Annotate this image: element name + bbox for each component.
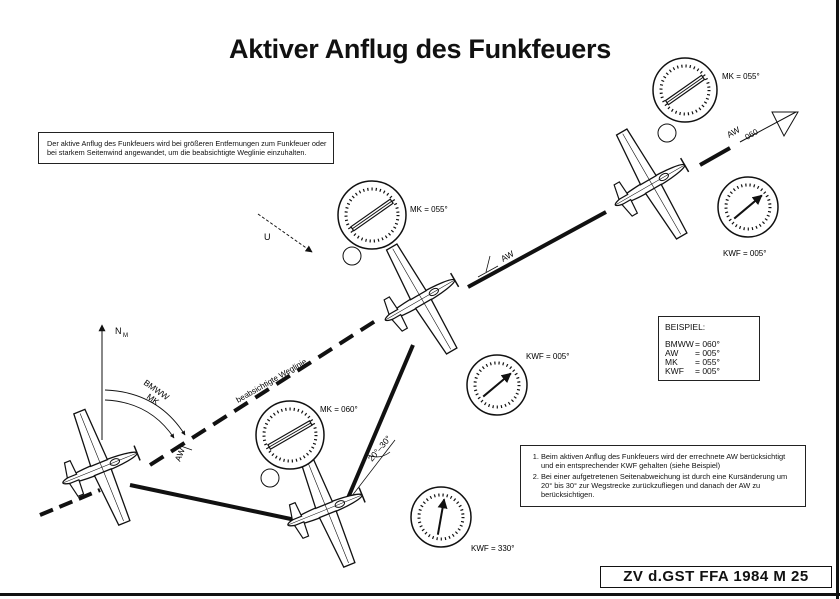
example-box: BEISPIEL: BMWW= 060° AW = 005° MK = 055° K… <box>658 316 760 381</box>
mk-top-label: MK = 055° <box>722 72 760 81</box>
example-row: MK = 055° <box>665 356 720 367</box>
angle-ref-line <box>344 439 396 506</box>
compass-knob-mid <box>342 246 362 266</box>
compass-mk-top <box>652 57 718 123</box>
mk-arc <box>104 399 175 439</box>
example-value: = 060° <box>695 339 720 349</box>
angle-arc <box>367 451 391 458</box>
kwf-mid-label: KWF = 005° <box>526 352 569 361</box>
example-table: BMWW= 060° AW = 005° MK = 055° KWF = 005° <box>665 340 720 376</box>
compass-mk-mid <box>337 180 407 250</box>
example-value: = 005° <box>695 347 720 358</box>
mk-low-label: MK = 060° <box>320 405 358 414</box>
note-item: Beim aktiven Anflug des Funkfeuers wird … <box>541 452 799 471</box>
aw-label-top: AW <box>725 124 742 139</box>
notes-list: Beim aktiven Anflug des Funkfeuers wird … <box>527 452 799 499</box>
track-dashed-2 <box>148 316 382 467</box>
mk-mid-label: MK = 055° <box>410 205 448 214</box>
kwf-right-label: KWF = 005° <box>723 249 766 258</box>
deviation-leg-1 <box>129 483 306 524</box>
example-key: MK <box>665 356 678 367</box>
deviation-leg-2 <box>343 344 415 506</box>
example-value: = 005° <box>695 365 720 376</box>
course-060-label: 060 <box>744 127 761 142</box>
example-row: AW = 005° <box>665 347 720 358</box>
reference-label: ZV d.GST FFA 1984 M 25 <box>600 566 832 588</box>
example-key: AW <box>665 347 679 358</box>
aw-tick-low <box>177 444 193 451</box>
example-row: KWF = 005° <box>665 365 720 376</box>
right-border <box>836 0 839 599</box>
wind-arrow <box>257 213 313 253</box>
example-heading: BEISPIEL: <box>665 322 706 332</box>
track-solid-right <box>699 146 731 167</box>
aw-mark-mid <box>485 255 491 273</box>
aw-mark-mid-2 <box>477 265 499 278</box>
north-sub-label: M <box>123 333 128 339</box>
track-solid-mid <box>467 210 607 289</box>
north-label: N <box>115 326 122 336</box>
example-value: = 055° <box>695 356 720 367</box>
bottom-border <box>0 593 840 596</box>
page-title: Aktiver Anflug des Funkfeuers <box>229 34 611 64</box>
wind-label: U <box>264 232 271 242</box>
example-key: BMWW <box>665 339 694 349</box>
aw-label-low: AW <box>173 447 187 463</box>
example-key: KWF <box>665 365 684 376</box>
aircraft-top <box>584 112 716 258</box>
kwf-low-label: KWF = 330° <box>471 544 514 553</box>
bmww-arc <box>104 389 186 436</box>
example-row: BMWW= 060° <box>665 340 720 349</box>
course-arrow <box>771 111 799 138</box>
rmi-kwf-mid <box>466 354 528 416</box>
track-thin-right <box>739 111 797 143</box>
track-dashed-1 <box>39 488 101 517</box>
rmi-kwf-right <box>717 176 779 238</box>
rmi-kwf-low <box>410 486 472 548</box>
intro-box: Der aktive Anflug des Funkfeuers wird be… <box>38 132 334 165</box>
compass-knob-top <box>657 123 677 143</box>
note-item: Bei einer aufgetretenen Seitenabweichung… <box>541 472 799 500</box>
notes-box: Beim aktiven Anflug des Funkfeuers wird … <box>520 445 806 508</box>
intended-track-label: beabsichtigte Weglinie <box>235 357 309 405</box>
aircraft-start <box>39 396 161 540</box>
compass-mk-low <box>255 400 325 470</box>
compass-knob-low <box>260 468 280 488</box>
